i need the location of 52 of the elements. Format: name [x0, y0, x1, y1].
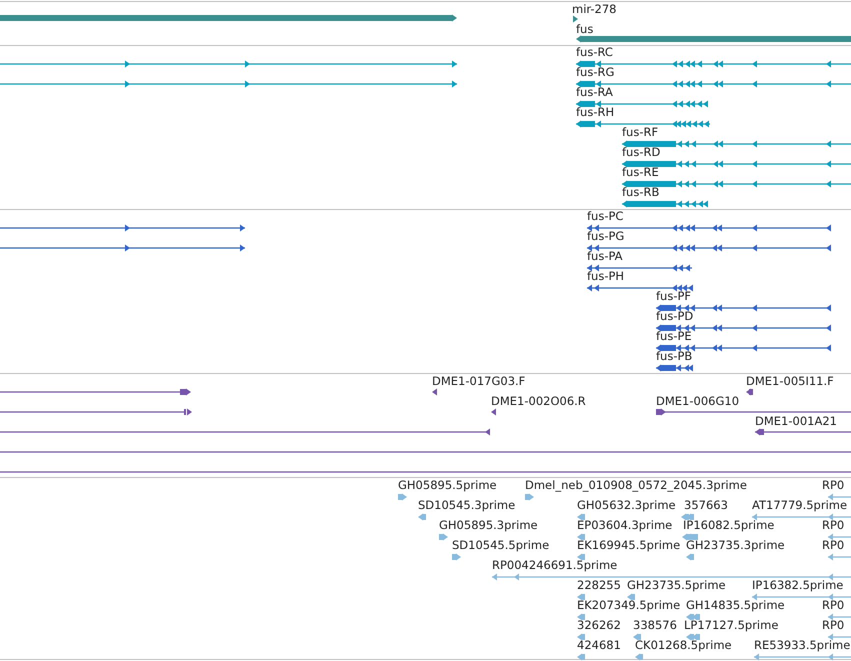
est-label: 326262	[577, 618, 621, 632]
est-label: GH14835.5prime	[686, 598, 785, 612]
transcript-label: fus-RA	[576, 85, 613, 99]
transcript-label: fus-PH	[587, 269, 624, 283]
transcript-label: fus-RG	[576, 65, 614, 79]
est-label: SD10545.3prime	[418, 498, 516, 512]
est-label: RP0	[822, 518, 844, 532]
transcript-label: fus-PC	[587, 209, 624, 223]
est-label: GH05895.3prime	[439, 518, 538, 532]
est-label: RP0	[822, 618, 844, 632]
est-label: RP0	[822, 478, 844, 492]
clone-label: DME1-001A21	[755, 414, 837, 428]
transcript-label: fus-RF	[622, 125, 658, 139]
transcript-label: fus-RB	[622, 185, 660, 199]
est-label: AT17779.5prime	[752, 498, 848, 512]
est-label: EP03604.3prime	[577, 518, 672, 532]
est-label: Dmel_neb_010908_0572_2045.3prime	[525, 478, 747, 492]
est-label: RE53933.5prime	[754, 638, 850, 652]
est-label: GH05632.3prime	[577, 498, 676, 512]
clone-label: DME1-017G03.F	[432, 374, 526, 388]
est-label: SD10545.5prime	[452, 538, 550, 552]
transcript-label: fus-PA	[587, 249, 623, 263]
transcript-label: fus-PG	[587, 229, 624, 243]
transcript-label: fus-PF	[656, 289, 692, 303]
est-label: EK169945.5prime	[577, 538, 680, 552]
est-label: LP17127.5prime	[684, 618, 778, 632]
transcript-label: fus-PE	[656, 329, 692, 343]
est-label: GH05895.5prime	[398, 478, 497, 492]
est-label: RP004246691.5prime	[492, 558, 618, 572]
est-label: EK207349.5prime	[577, 598, 680, 612]
transcript-label: fus-PD	[656, 309, 694, 323]
est-label: 357663	[684, 498, 728, 512]
transcript-label: fus-PB	[656, 349, 692, 363]
est-label: RP0	[822, 538, 844, 552]
est-label: GH23735.5prime	[627, 578, 726, 592]
est-label: CK01268.5prime	[635, 638, 732, 652]
transcript-label: fus-RC	[576, 45, 613, 59]
gene-label: fus	[576, 22, 594, 36]
transcript-label: fus-RD	[622, 145, 660, 159]
transcript-label: fus-RH	[576, 105, 614, 119]
est-label: GH23735.3prime	[686, 538, 785, 552]
est-label: RP0	[822, 598, 844, 612]
transcript-label: fus-RE	[622, 165, 659, 179]
est-label: 424681	[577, 638, 621, 652]
clone-label: DME1-005I11.F	[746, 374, 834, 388]
clone-label: DME1-006G10	[656, 394, 740, 408]
est-label: 228255	[577, 578, 621, 592]
est-label: IP16382.5prime	[752, 578, 844, 592]
gene-label: mir-278	[572, 2, 616, 16]
clone-label: DME1-002O06.R	[491, 394, 586, 408]
est-label: IP16082.5prime	[683, 518, 774, 532]
est-label: 338576	[633, 618, 677, 632]
